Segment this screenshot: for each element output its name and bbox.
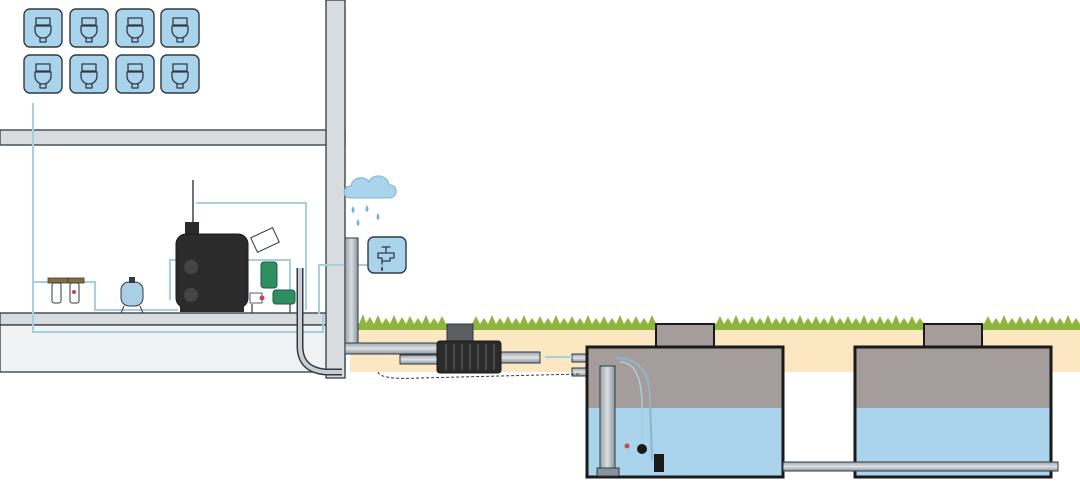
rain-drop-icon <box>365 205 369 212</box>
downpipe <box>344 237 359 351</box>
tank-wall <box>585 345 785 479</box>
rain-drop-icon <box>351 206 355 213</box>
dashed-overflow-route <box>377 371 581 379</box>
tank-water <box>587 408 783 477</box>
cloud-icon <box>343 175 397 199</box>
tank-dome <box>655 323 715 348</box>
exterior-wall <box>325 0 346 379</box>
rainwater-tank <box>585 323 785 479</box>
filter-ribs <box>445 344 495 370</box>
suction-hose-inner <box>298 268 342 374</box>
tank-air-space <box>587 347 783 408</box>
toilet-icon <box>23 8 63 48</box>
overflow-syphon <box>599 365 616 473</box>
toilet-icon <box>69 54 109 94</box>
toilet-icon <box>160 54 200 94</box>
ground-floor-slab <box>0 312 346 326</box>
submersible-pump <box>654 454 664 472</box>
filter-to-tank-pipe <box>499 351 541 364</box>
floating-suction-hose <box>615 357 653 461</box>
overflow-pipe <box>399 354 441 365</box>
tank-air-space <box>855 347 1051 408</box>
pump-motor <box>272 289 296 305</box>
toilet-grid <box>23 8 200 94</box>
upper-floor-slab <box>0 129 346 146</box>
toilet-icon <box>23 54 63 94</box>
toilet-supply-line <box>32 103 324 333</box>
filter-shaft <box>446 323 474 343</box>
rain-drop-icon <box>376 213 380 220</box>
grass-strip <box>352 314 1080 330</box>
control-unit <box>250 227 280 253</box>
filter-unit <box>436 323 502 374</box>
toilet-icon <box>69 8 109 48</box>
toilet-icon <box>160 8 200 48</box>
rain-drop-icon <box>356 219 360 226</box>
rainwater-tank <box>853 323 1053 479</box>
float-ball <box>637 444 647 454</box>
inlet-pipe-to-filter <box>344 342 441 355</box>
tank-wall <box>853 345 1053 479</box>
filter-body <box>436 340 502 374</box>
pump-station <box>175 180 296 313</box>
pressure-vessel <box>120 277 144 314</box>
tank-dome <box>923 323 983 348</box>
toilet-icon <box>115 8 155 48</box>
weather <box>343 175 397 226</box>
tank-connector-pipe <box>782 461 1059 472</box>
pump-return-line <box>196 202 307 310</box>
level-sensor <box>624 443 630 449</box>
toilet-icon <box>115 54 155 94</box>
tap-icon <box>367 236 407 274</box>
indoor-equipment <box>47 180 296 314</box>
filter-cartridges <box>47 277 85 304</box>
pressure-switch <box>260 261 278 289</box>
